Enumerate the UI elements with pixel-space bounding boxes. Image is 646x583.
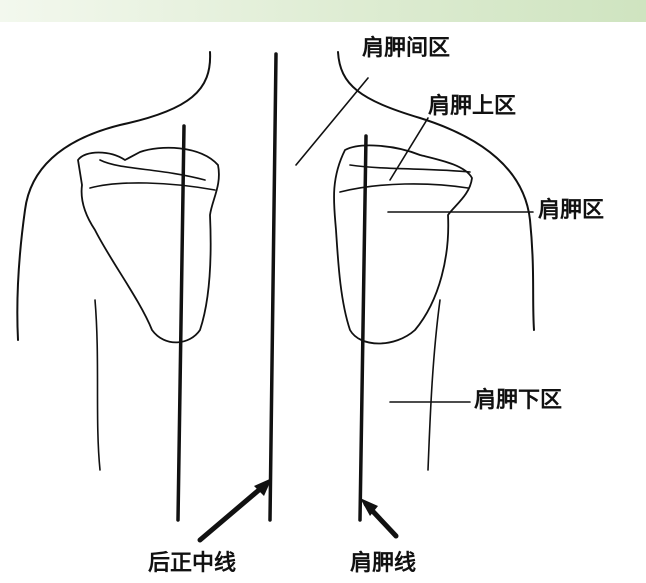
posterior-midline xyxy=(270,54,276,520)
left-scapula-spine xyxy=(90,183,215,190)
label-scapular-line: 肩胛线 xyxy=(350,553,416,575)
right-arm-inner xyxy=(428,300,440,470)
label-interscapular: 肩胛间区 xyxy=(362,38,450,60)
right-scapula xyxy=(334,145,472,343)
right-scapular-line xyxy=(360,136,366,520)
arrow-posterior-midline xyxy=(200,484,266,540)
leader-suprascapular xyxy=(390,118,428,180)
left-scapula xyxy=(78,148,219,343)
left-acromion xyxy=(100,160,205,180)
label-scapular: 肩胛区 xyxy=(538,200,604,222)
right-acromion xyxy=(350,165,470,172)
left-arm-inner xyxy=(95,300,100,470)
label-posterior-midline: 后正中线 xyxy=(148,553,236,575)
label-suprascapular: 肩胛上区 xyxy=(428,96,516,118)
leader-interscapular xyxy=(296,78,368,165)
label-infrascapular: 肩胛下区 xyxy=(474,390,562,412)
right-scapula-spine xyxy=(340,184,468,192)
